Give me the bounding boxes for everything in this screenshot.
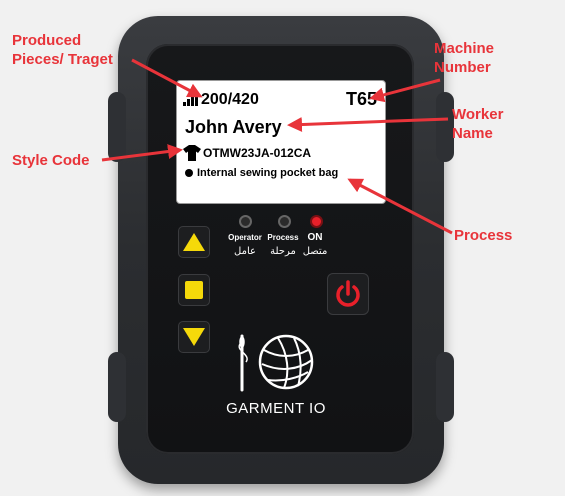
side-grip-left-bottom — [108, 352, 126, 422]
produced-count: 200/420 — [183, 91, 259, 109]
annotation-produced-pieces: Produced Pieces/ Traget — [12, 32, 113, 68]
style-code-value: OTMW23JA-012CA — [203, 146, 312, 160]
arrow-worker — [287, 117, 449, 133]
arrow-style — [101, 144, 183, 162]
worker-name: John Avery — [185, 117, 282, 137]
needle-yarn-logo — [238, 334, 314, 392]
process-name: Internal sewing pocket bag — [185, 167, 338, 179]
annotation-process: Process — [454, 227, 513, 244]
arrow-machine — [369, 78, 441, 103]
tshirt-icon — [183, 145, 201, 161]
down-button[interactable] — [178, 321, 210, 353]
on-led — [310, 215, 323, 228]
power-icon — [336, 280, 360, 307]
annotation-style-code: Style Code — [12, 152, 90, 169]
signal-bars-icon — [183, 94, 198, 106]
operator-label: Operator — [228, 233, 262, 242]
side-grip-right-bottom — [436, 352, 454, 422]
process-led — [278, 215, 291, 228]
on-label: ON — [307, 232, 323, 243]
process-name-value: Internal sewing pocket bag — [197, 167, 339, 179]
up-button[interactable] — [178, 226, 210, 258]
style-code: OTMW23JA-012CA — [183, 145, 311, 161]
stop-button[interactable] — [178, 274, 210, 306]
side-grip-left-top — [108, 92, 126, 162]
bullet-icon — [185, 169, 193, 177]
annotation-machine-number: Machine Number — [434, 40, 495, 76]
up-triangle-icon — [183, 233, 205, 251]
process-label: Process — [267, 233, 299, 242]
operator-label-arabic: عامل — [234, 246, 256, 257]
annotation-worker-name: Worker Name — [452, 106, 504, 142]
operator-led — [239, 215, 252, 228]
down-triangle-icon — [183, 328, 205, 346]
brand-name: GARMENT IO — [226, 400, 326, 417]
stop-square-icon — [185, 281, 203, 299]
arrow-produced — [131, 58, 203, 98]
process-label-arabic: مرحلة — [270, 246, 296, 257]
produced-count-value: 200/420 — [201, 91, 259, 108]
side-grip-right-top — [436, 92, 454, 162]
power-button[interactable] — [327, 273, 369, 315]
on-label-arabic: متصل — [302, 246, 328, 257]
arrow-process — [347, 178, 453, 235]
